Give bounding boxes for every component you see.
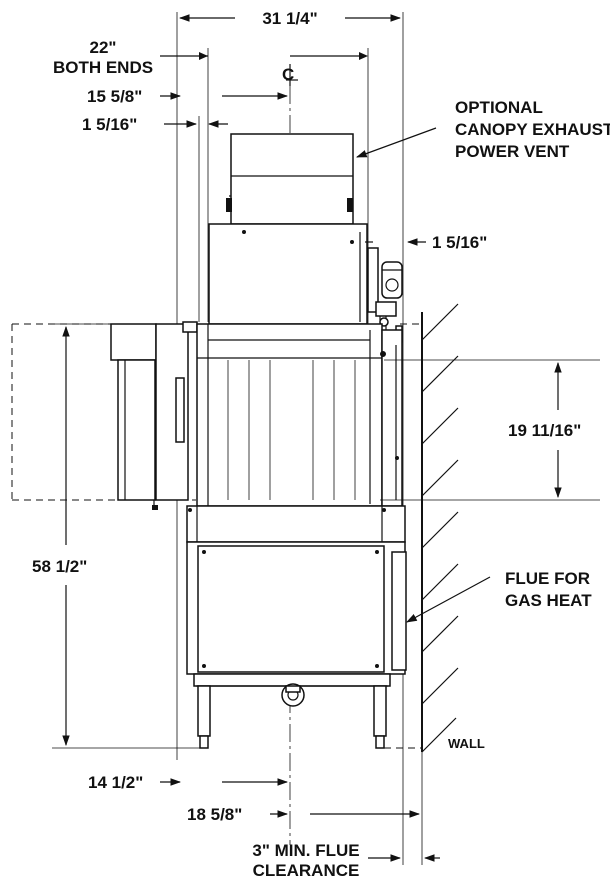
- hood-housing: [208, 223, 368, 325]
- flue-clearance-line1: 3" MIN. FLUE: [252, 841, 359, 860]
- flue-clearance-dimension: 3" MIN. FLUE CLEARANCE: [252, 841, 440, 880]
- canopy-callout-line3: POWER VENT: [455, 142, 570, 161]
- bottom-left-dimension: 14 1/2": [88, 773, 289, 792]
- overall-width-label: 31 1/4": [262, 9, 317, 28]
- canopy-callout-line1: OPTIONAL: [455, 98, 543, 117]
- flue-clearance-line2: CLEARANCE: [253, 861, 360, 880]
- opening-height-dimension: 19 11/16": [380, 359, 600, 501]
- canopy-callout-line2: CANOPY EXHAUST: [455, 120, 610, 139]
- both-ends-value: 22": [90, 38, 117, 57]
- overall-height-dimension: 58 1/2": [32, 323, 200, 749]
- both-ends-text: BOTH ENDS: [53, 58, 153, 77]
- both-ends-dimension: 22" BOTH ENDS: [53, 38, 369, 330]
- flue-callout: FLUE FOR GAS HEAT: [406, 569, 592, 623]
- base-cabinet: [186, 505, 407, 687]
- flue-callout-line2: GAS HEAT: [505, 591, 592, 610]
- centerline-symbol: C: [282, 65, 294, 84]
- left-offset-label: 1 5/16": [82, 115, 137, 134]
- wall-label: WALL: [448, 736, 485, 751]
- legs-and-drain: [197, 683, 387, 749]
- left-side-section: [110, 321, 198, 510]
- left-offset-dimension: 1 5/16": [82, 115, 228, 322]
- wall: WALL: [384, 303, 485, 753]
- right-offset-dimension: 1 5/16": [365, 233, 487, 252]
- bottom-left-label: 14 1/2": [88, 773, 143, 792]
- overall-height-label: 58 1/2": [32, 557, 87, 576]
- opening-height-label: 19 11/16": [508, 421, 581, 440]
- bottom-right-dimension: 18 5/8": [187, 752, 423, 865]
- right-offset-label: 1 5/16": [432, 233, 487, 252]
- wash-chamber: [196, 323, 403, 507]
- canopy-exhaust-vent: [226, 133, 354, 225]
- canopy-callout: OPTIONAL CANOPY EXHAUST POWER VENT: [355, 98, 610, 161]
- flue-callout-line1: FLUE FOR: [505, 569, 590, 588]
- bottom-right-label: 18 5/8": [187, 805, 242, 824]
- centerline-left-label: 15 5/8": [87, 87, 142, 106]
- centerline-left-dimension: 15 5/8": [87, 87, 289, 106]
